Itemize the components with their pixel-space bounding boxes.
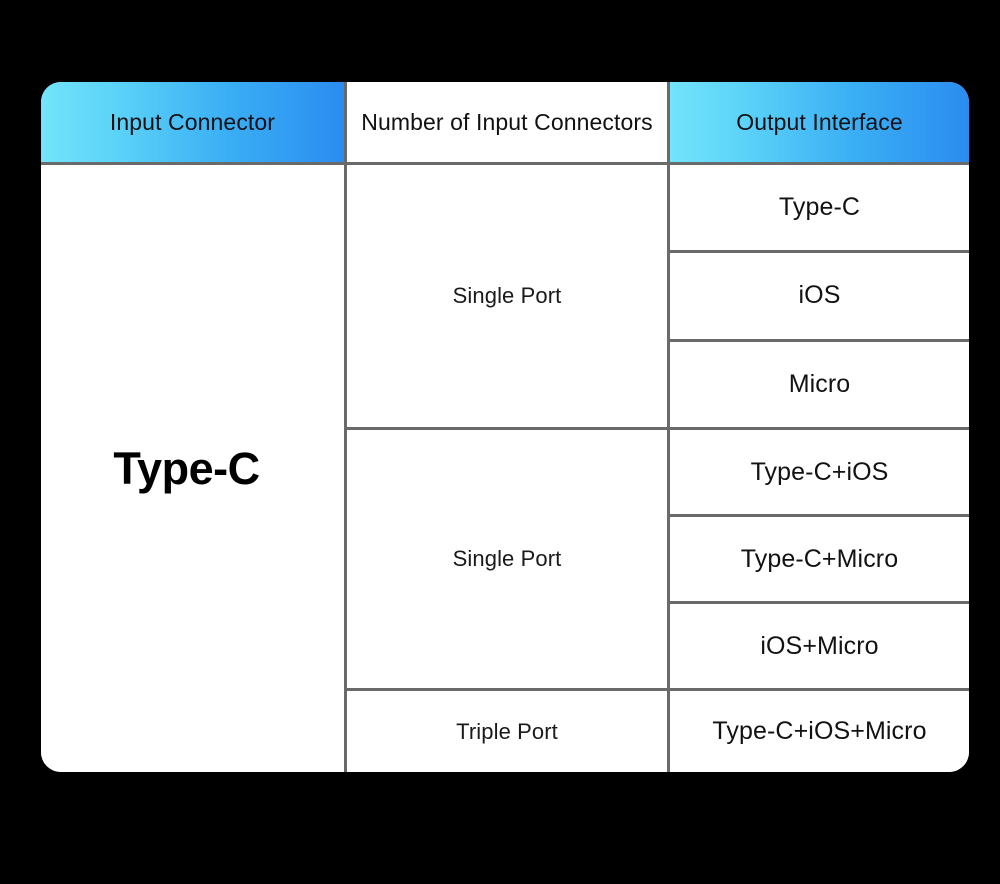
port-count-cell: Single Port	[347, 427, 667, 688]
table-header-number-of-input-connectors-label: Number of Input Connectors	[361, 108, 653, 135]
input-connector-value: Type-C	[113, 442, 260, 494]
output-interface-value: Type-C+iOS	[750, 457, 889, 486]
output-interface-cell: Micro	[670, 338, 969, 427]
port-count-column: Single Port Single Port Triple Port	[344, 162, 670, 772]
port-count-value: Single Port	[452, 546, 562, 571]
output-interface-group: Type-C+iOS Type-C+Micro iOS+Micro	[670, 427, 969, 688]
output-interface-value: Type-C+Micro	[740, 544, 899, 573]
output-interface-cell: Type-C+iOS	[670, 430, 969, 514]
input-connector-cell: Type-C	[41, 162, 344, 772]
port-count-cell: Single Port	[347, 165, 667, 427]
output-interface-cell: iOS	[670, 250, 969, 338]
output-interface-cell: Type-C+iOS+Micro	[670, 691, 969, 772]
output-interface-column: Type-C iOS Micro Type-C+iOS Type-C+Micro	[670, 162, 969, 772]
output-interface-group: Type-C iOS Micro	[670, 165, 969, 427]
output-interface-group: Type-C+iOS+Micro	[670, 688, 969, 772]
table-header-output-interface: Output Interface	[670, 82, 969, 162]
table-header-number-of-input-connectors: Number of Input Connectors	[344, 82, 670, 162]
table-header-output-interface-label: Output Interface	[736, 108, 903, 135]
output-interface-value: Type-C+iOS+Micro	[712, 717, 927, 745]
port-count-value: Single Port	[452, 283, 562, 308]
output-interface-cell: Type-C	[670, 165, 969, 250]
output-interface-value: iOS	[798, 281, 841, 310]
table-grid: Input Connector Number of Input Connecto…	[41, 82, 969, 772]
port-count-cell: Triple Port	[347, 688, 667, 772]
table-header-input-connector: Input Connector	[41, 82, 344, 162]
output-interface-cell: Type-C+Micro	[670, 514, 969, 601]
port-count-value: Triple Port	[456, 718, 558, 744]
output-interface-cell: iOS+Micro	[670, 601, 969, 688]
connector-spec-table: Input Connector Number of Input Connecto…	[41, 82, 969, 772]
output-interface-value: iOS+Micro	[760, 631, 879, 660]
table-header-input-connector-label: Input Connector	[109, 108, 276, 135]
output-interface-value: Micro	[788, 369, 851, 398]
output-interface-value: Type-C	[778, 193, 861, 222]
